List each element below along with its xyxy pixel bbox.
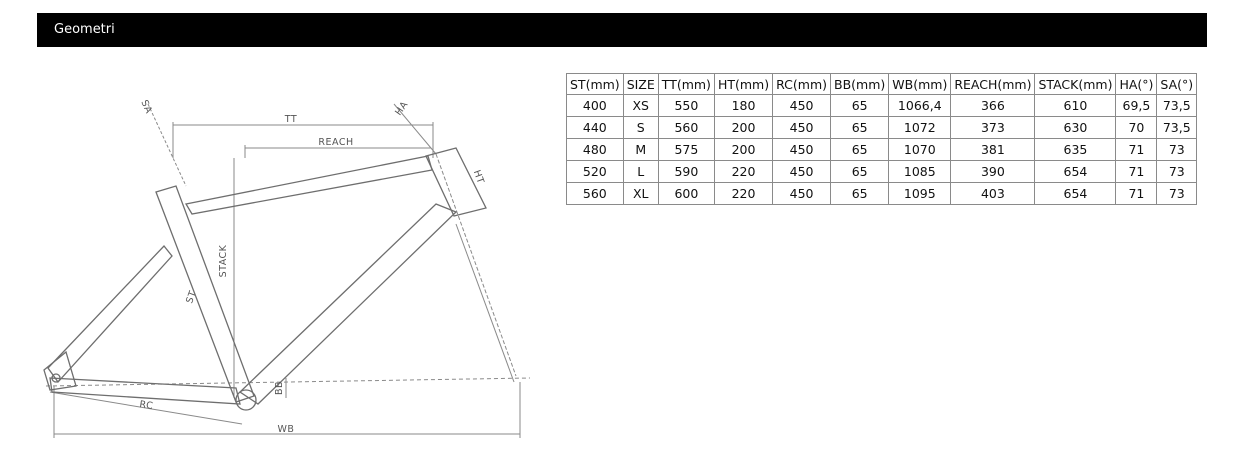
ha-angle-line	[393, 103, 437, 155]
cell-bb: 65	[830, 138, 890, 161]
cell-sa: 73,5	[1156, 116, 1198, 139]
cell-tt: 575	[657, 138, 715, 161]
cell-wb: 1066,4	[888, 94, 952, 117]
cell-tt: 600	[657, 182, 715, 205]
bb-label: BB	[274, 381, 285, 395]
cell-ht: 180	[713, 94, 774, 117]
cell-ha: 70	[1115, 116, 1158, 139]
cell-rc: 450	[772, 160, 832, 183]
cell-ha: 71	[1115, 182, 1158, 205]
table-row: 400 XS 550 180 450 65 1066,4 366 610 69,…	[566, 94, 1198, 117]
section-title: Geometri	[54, 22, 115, 37]
col-sa: SA(°)	[1156, 73, 1198, 95]
cell-bb: 65	[830, 160, 890, 183]
col-wb: WB(mm)	[888, 73, 952, 95]
cell-rc: 450	[772, 138, 832, 161]
frame-geometry-diagram: TT REACH STACK ST HT HA SA RC BB WB	[36, 86, 536, 446]
cell-reach: 366	[950, 94, 1036, 117]
cell-wb: 1095	[888, 182, 952, 205]
cell-tt: 560	[657, 116, 715, 139]
cell-ht: 220	[713, 160, 774, 183]
cell-bb: 65	[830, 116, 890, 139]
sa-label: SA	[138, 98, 154, 115]
sa-angle-line	[147, 103, 187, 187]
tt-label: TT	[284, 114, 297, 125]
cell-rc: 450	[772, 182, 832, 205]
frame-tubes	[43, 147, 487, 411]
cell-bb: 65	[830, 94, 890, 117]
cell-reach: 403	[950, 182, 1036, 205]
col-ht: HT(mm)	[713, 73, 774, 95]
st-label: ST	[184, 289, 199, 305]
col-size: SIZE	[622, 73, 659, 95]
table-row: 440 S 560 200 450 65 1072 373 630 70 73,…	[566, 116, 1198, 139]
cell-wb: 1085	[888, 160, 952, 183]
stack-label: STACK	[218, 244, 229, 277]
cell-size: M	[622, 138, 659, 161]
frame-drawing: TT REACH STACK ST HT HA SA RC BB WB	[43, 98, 531, 438]
section-header: Geometri	[37, 13, 1207, 47]
cell-sa: 73,5	[1156, 94, 1198, 117]
ht-label: HT	[471, 169, 486, 186]
cell-sa: 73	[1156, 160, 1198, 183]
cell-ha: 71	[1115, 160, 1158, 183]
cell-st: 480	[566, 138, 624, 161]
cell-reach: 381	[950, 138, 1036, 161]
col-stack: STACK(mm)	[1034, 73, 1117, 95]
cell-stack: 654	[1034, 182, 1117, 205]
cell-stack: 654	[1034, 160, 1117, 183]
cell-st: 440	[566, 116, 624, 139]
cell-stack: 610	[1034, 94, 1117, 117]
cell-sa: 73	[1156, 138, 1198, 161]
cell-ha: 71	[1115, 138, 1158, 161]
cell-stack: 635	[1034, 138, 1117, 161]
cell-ht: 220	[713, 182, 774, 205]
reach-label: REACH	[318, 137, 353, 148]
cell-ht: 200	[713, 138, 774, 161]
col-reach: REACH(mm)	[950, 73, 1036, 95]
header-row: ST(mm) SIZE TT(mm) HT(mm) RC(mm) BB(mm) …	[566, 73, 1198, 95]
cell-ha: 69,5	[1115, 94, 1158, 117]
cell-rc: 450	[772, 116, 832, 139]
cell-size: L	[622, 160, 659, 183]
cell-size: XL	[622, 182, 659, 205]
table-row: 560 XL 600 220 450 65 1095 403 654 71 73	[566, 182, 1198, 205]
cell-bb: 65	[830, 182, 890, 205]
cell-tt: 550	[657, 94, 715, 117]
cell-wb: 1072	[888, 116, 952, 139]
col-st: ST(mm)	[566, 73, 624, 95]
cell-reach: 373	[950, 116, 1036, 139]
cell-ht: 200	[713, 116, 774, 139]
cell-size: XS	[622, 94, 659, 117]
table-row: 520 L 590 220 450 65 1085 390 654 71 73	[566, 160, 1198, 183]
geometry-table: ST(mm) SIZE TT(mm) HT(mm) RC(mm) BB(mm) …	[566, 73, 1198, 205]
col-bb: BB(mm)	[830, 73, 890, 95]
table-body: 400 XS 550 180 450 65 1066,4 366 610 69,…	[566, 94, 1198, 205]
table-row: 480 M 575 200 450 65 1070 381 635 71 73	[566, 138, 1198, 161]
col-rc: RC(mm)	[772, 73, 832, 95]
cell-sa: 73	[1156, 182, 1198, 205]
cell-tt: 590	[657, 160, 715, 183]
col-ha: HA(°)	[1115, 73, 1158, 95]
rc-dimension-line	[49, 391, 243, 425]
cell-stack: 630	[1034, 116, 1117, 139]
rc-label: RC	[139, 399, 154, 412]
cell-st: 560	[566, 182, 624, 205]
col-tt: TT(mm)	[657, 73, 715, 95]
cell-wb: 1070	[888, 138, 952, 161]
cell-st: 520	[566, 160, 624, 183]
cell-st: 400	[566, 94, 624, 117]
cell-size: S	[622, 116, 659, 139]
wb-label: WB	[278, 424, 295, 435]
table-header: ST(mm) SIZE TT(mm) HT(mm) RC(mm) BB(mm) …	[566, 73, 1198, 95]
cell-reach: 390	[950, 160, 1036, 183]
ha-label: HA	[393, 99, 410, 117]
cell-rc: 450	[772, 94, 832, 117]
